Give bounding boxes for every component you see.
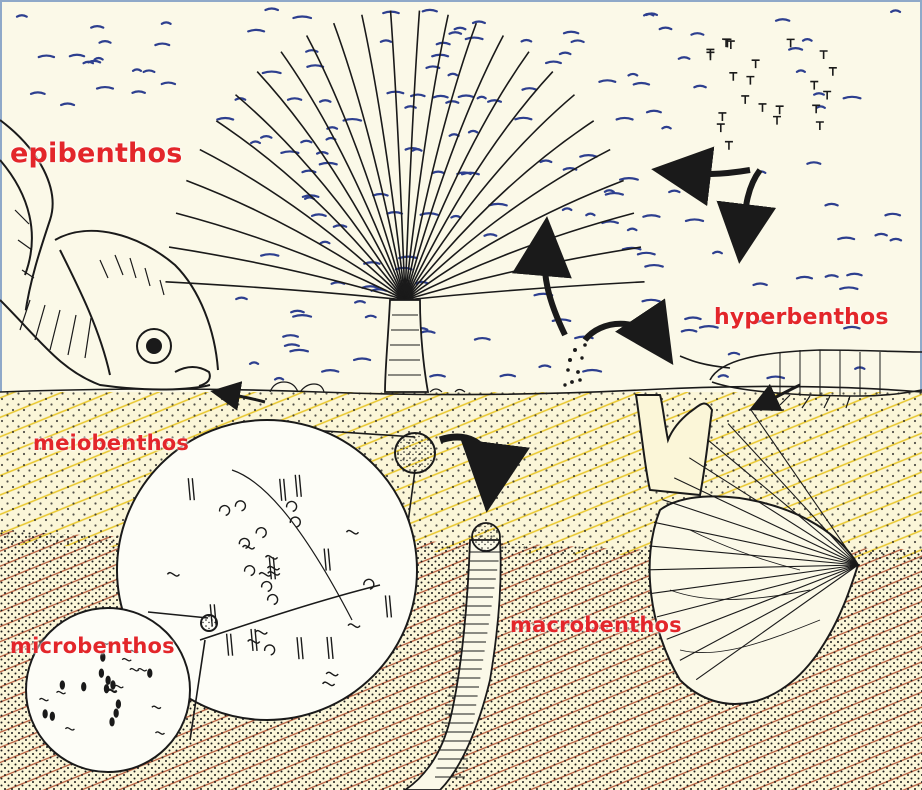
label-hyperbenthos: hyperbenthos — [714, 305, 889, 330]
label-microbenthos: microbenthos — [10, 634, 175, 658]
label-meiobenthos: meiobenthos — [33, 431, 189, 455]
label-epibenthos: epibenthos — [10, 138, 183, 169]
fan-worm-illustration — [165, 11, 644, 392]
label-macrobenthos: macrobenthos — [510, 613, 682, 637]
